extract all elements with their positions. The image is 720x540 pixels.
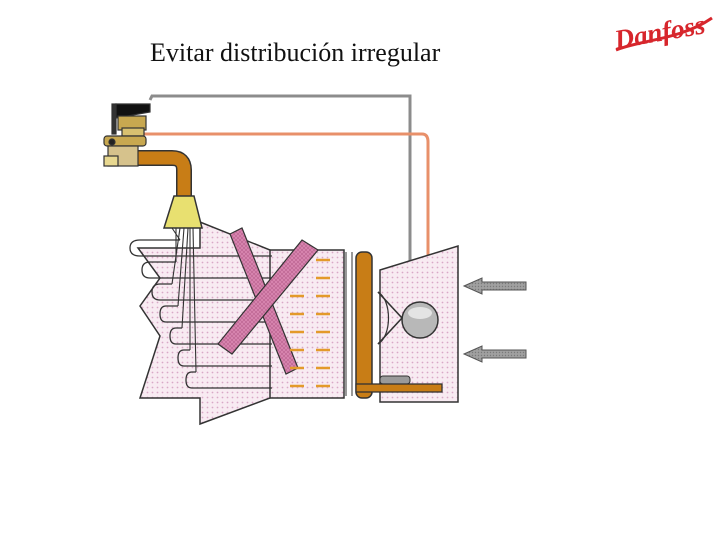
distributor-cone	[162, 195, 203, 229]
danfoss-logo: Danfoss	[611, 10, 713, 54]
blocked-bar-2	[217, 239, 319, 355]
airflow-arrow-top	[462, 277, 527, 295]
fan-icon	[377, 291, 439, 385]
header-pipes	[345, 252, 353, 396]
refrigerant-dashes	[290, 258, 330, 388]
suction-header	[355, 251, 373, 399]
coil-tubes	[129, 239, 272, 389]
airflow-arrow-bottom	[462, 345, 527, 363]
capillary-line	[148, 94, 412, 388]
suction-line	[355, 383, 443, 393]
distributor-tubes	[171, 227, 197, 373]
equalizer-line	[140, 132, 430, 388]
slide-title: Evitar distribución irregular	[150, 38, 441, 67]
expansion-valve-icon	[103, 103, 151, 167]
